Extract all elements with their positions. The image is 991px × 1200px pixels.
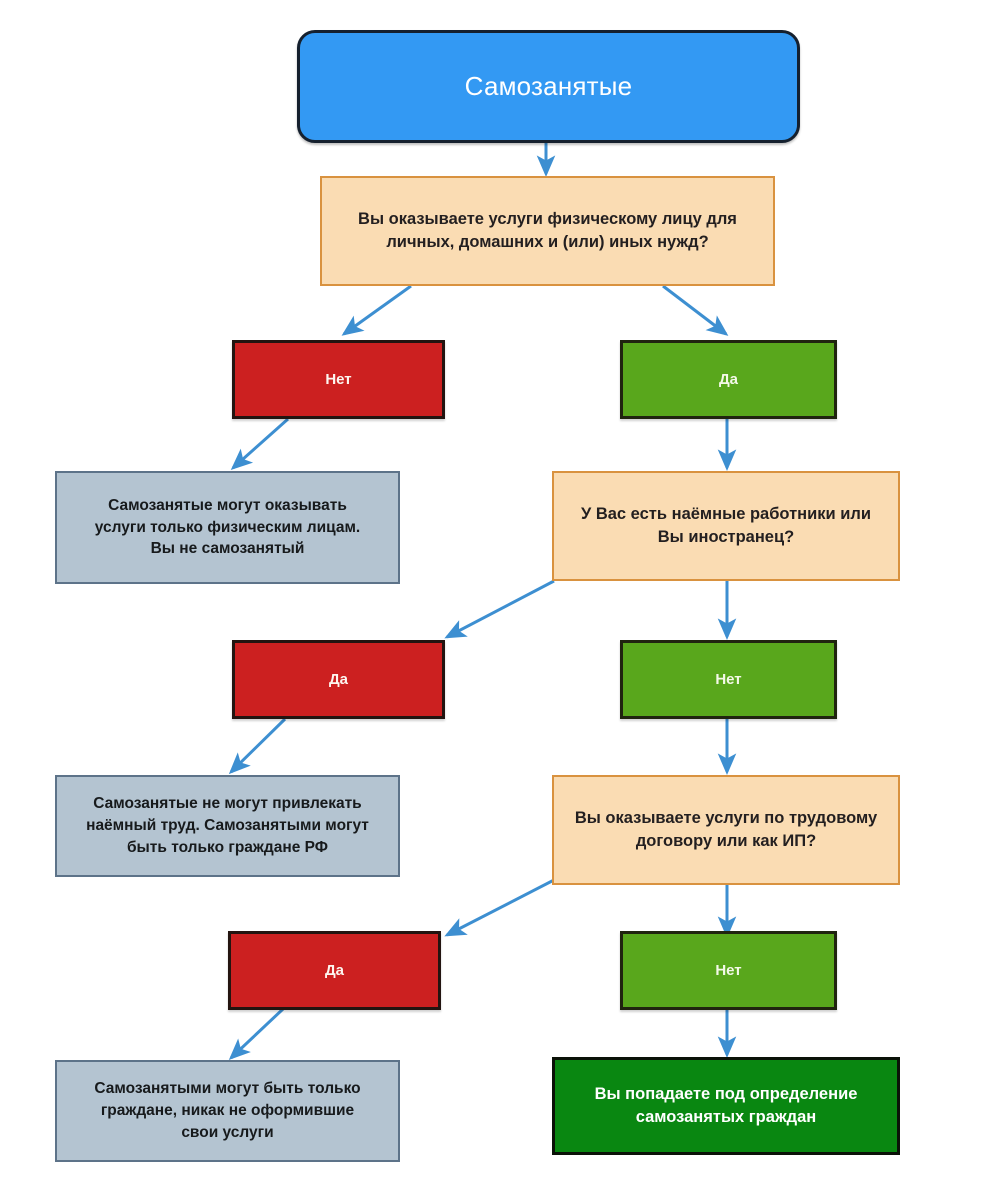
arrow-q1-to-yes <box>662 284 729 336</box>
node-answer-q2-no[interactable]: Нет <box>620 640 837 719</box>
node-outcome-1[interactable]: Самозанятые могут оказывать услуги тольк… <box>55 471 400 584</box>
node-question-1-label: Вы оказываете услуги физическому лицу дл… <box>358 210 737 251</box>
node-outcome-3[interactable]: Самозанятыми могут быть только граждане,… <box>55 1060 400 1162</box>
node-answer-q1-no-label: Нет <box>325 371 352 388</box>
node-answer-q1-no[interactable]: Нет <box>232 340 445 419</box>
node-answer-q1-yes-label: Да <box>718 371 739 388</box>
node-outcome-success-label: Вы попадаете под определение самозанятых… <box>594 1084 858 1126</box>
node-question-3[interactable]: Вы оказываете услуги по трудовому догово… <box>552 775 900 885</box>
node-outcome-1-label: Самозанятые могут оказывать услуги тольк… <box>94 496 361 558</box>
node-answer-q2-no-label: Нет <box>715 671 742 688</box>
node-root-label: Самозанятые <box>464 70 633 101</box>
node-answer-q2-yes[interactable]: Да <box>232 640 445 719</box>
arrow-q3-to-yes <box>444 878 555 937</box>
node-outcome-success[interactable]: Вы попадаете под определение самозанятых… <box>552 1057 900 1155</box>
arrow-no-to-out1 <box>230 417 289 470</box>
node-answer-q2-yes-label: Да <box>328 671 349 688</box>
node-answer-q3-yes[interactable]: Да <box>228 931 441 1010</box>
node-question-1[interactable]: Вы оказываете услуги физическому лицу дл… <box>320 176 775 286</box>
arrow-q1-to-no <box>341 284 412 336</box>
node-question-2-label: У Вас есть наёмные работники или Вы инос… <box>580 505 872 546</box>
node-answer-q1-yes[interactable]: Да <box>620 340 837 419</box>
node-outcome-2[interactable]: Самозанятые не могут привлекать наёмный … <box>55 775 400 877</box>
node-question-3-label: Вы оказываете услуги по трудовому догово… <box>574 809 878 850</box>
node-question-2[interactable]: У Вас есть наёмные работники или Вы инос… <box>552 471 900 581</box>
node-answer-q3-no[interactable]: Нет <box>620 931 837 1010</box>
arrow-yes3-to-out3 <box>228 1007 285 1061</box>
node-answer-q3-yes-label: Да <box>324 962 345 979</box>
node-outcome-2-label: Самозанятые не могут привлекать наёмный … <box>86 795 369 856</box>
arrow-yes2-to-out2 <box>228 717 287 775</box>
node-root-samozanyatye[interactable]: Самозанятые <box>297 30 800 143</box>
node-outcome-3-label: Самозанятыми могут быть только граждане,… <box>94 1080 361 1141</box>
arrow-q2-to-yes <box>444 579 555 639</box>
node-answer-q3-no-label: Нет <box>715 962 742 979</box>
